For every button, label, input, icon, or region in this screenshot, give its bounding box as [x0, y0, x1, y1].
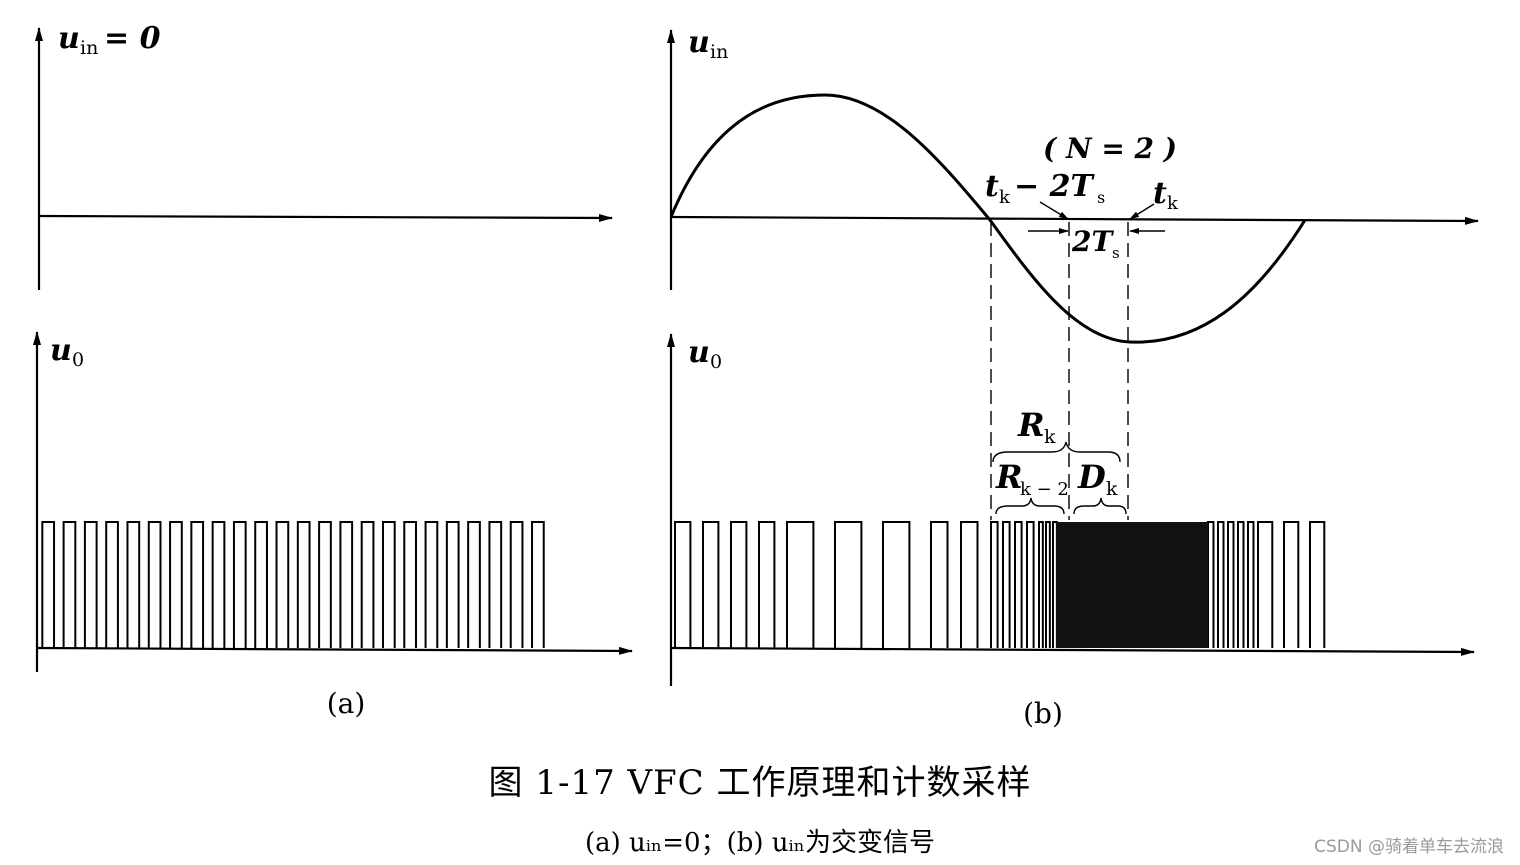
pulse — [1237, 521, 1245, 648]
pulse — [674, 521, 692, 648]
dense-pulse-region — [1056, 522, 1208, 648]
svg-text:2T: 2T — [1071, 225, 1114, 258]
n-note: ( N = 2 ) — [1043, 132, 1177, 165]
input-sine-wave — [669, 93, 1307, 344]
svg-text:k: k — [1167, 193, 1179, 214]
pulse — [254, 521, 268, 648]
pulse — [467, 521, 481, 648]
pulse — [147, 521, 162, 648]
pulse — [834, 521, 863, 648]
panel-a-time-axis-top — [38, 213, 613, 222]
watermark: CSDN @骑着单车去流浪 — [1314, 837, 1504, 857]
panel-a-label: (a) — [327, 687, 366, 720]
tk-pointer — [1129, 203, 1155, 220]
pulse — [882, 521, 911, 648]
rk-label: R k — [1017, 406, 1056, 448]
pulse — [339, 521, 354, 648]
interval-2ts-label: 2T s — [1071, 225, 1120, 262]
pulse — [190, 521, 205, 648]
panel-a-u0-label: u — [50, 333, 72, 368]
figure-subcaption: (a) uᵢₙ=0；(b) uᵢₙ为交变信号 — [584, 828, 936, 858]
svg-text:k: k — [1106, 478, 1118, 500]
pulse — [509, 521, 524, 648]
panel-a-pulse-train — [41, 521, 545, 648]
panel-b-uin-label: u — [688, 25, 710, 60]
panel-b-u0-sub: 0 — [710, 351, 722, 373]
pulse — [296, 521, 311, 648]
pulse — [702, 521, 720, 648]
panel-a: u in = 0 u 0 (a) — [33, 21, 633, 720]
pulse — [930, 521, 949, 648]
pulse — [105, 521, 119, 648]
pulse — [1002, 521, 1011, 648]
panel-b-time-axis-top — [670, 215, 1479, 225]
pulse — [424, 521, 439, 648]
pulse — [758, 521, 776, 648]
svg-text:D: D — [1077, 458, 1106, 496]
pulse — [786, 521, 815, 648]
pulse — [1227, 521, 1235, 648]
panel-b-u0-label: u — [688, 335, 710, 370]
pulse — [1026, 521, 1035, 648]
tk-minus-pointer — [1039, 201, 1069, 220]
pulse — [41, 521, 56, 648]
pulse — [531, 521, 545, 648]
svg-text:s: s — [1097, 188, 1105, 207]
pulse — [360, 521, 375, 648]
pulse — [488, 521, 503, 648]
figure-caption: 图 1-17 VFC 工作原理和计数采样 — [488, 763, 1032, 803]
pulse — [211, 521, 226, 648]
pulse — [1217, 521, 1225, 648]
dk-label: D k — [1077, 458, 1118, 500]
pulse — [990, 521, 999, 648]
panel-a-u0-sub: 0 — [72, 349, 84, 371]
panel-b: u in ( N = 2 ) t k − 2T s t k 2T s — [667, 25, 1479, 730]
panel-b-uin-sub: in — [710, 41, 728, 63]
pulse — [1038, 521, 1044, 648]
pulse — [1257, 521, 1274, 648]
tk-label: t k — [1153, 176, 1179, 214]
panel-a-uin-label: u — [58, 21, 80, 56]
svg-text:R: R — [1017, 406, 1045, 444]
pulse — [275, 521, 290, 648]
pulse — [960, 521, 979, 648]
panel-a-uin-sub: in — [80, 37, 98, 59]
pulse — [169, 521, 183, 648]
panel-a-uin-eq: = 0 — [104, 21, 161, 56]
pulse — [83, 521, 98, 648]
pulse — [730, 521, 748, 648]
pulse — [445, 521, 460, 648]
pulse — [403, 521, 417, 648]
pulse — [62, 521, 77, 648]
svg-text:k: k — [999, 187, 1011, 208]
dk-brace — [1073, 497, 1127, 515]
pulse — [381, 521, 396, 648]
svg-text:s: s — [1112, 244, 1120, 262]
rk-brace — [992, 441, 1121, 463]
panel-b-label: (b) — [1023, 697, 1063, 730]
pulse — [232, 521, 247, 648]
rk2-brace — [995, 497, 1065, 515]
svg-text:t: t — [1153, 176, 1167, 211]
svg-text:− 2T: − 2T — [1014, 169, 1095, 204]
svg-text:R: R — [995, 458, 1023, 496]
pulse — [318, 521, 332, 648]
svg-text:k − 2: k − 2 — [1020, 479, 1069, 500]
pulse — [1045, 521, 1051, 648]
pulse — [1309, 521, 1326, 648]
pulse — [1207, 521, 1215, 648]
panel-a-time-axis-bottom — [36, 646, 633, 655]
panel-b-pulse-train — [674, 521, 1326, 648]
svg-text:k: k — [1044, 426, 1056, 448]
tk-minus-2ts-label: t k − 2T s — [985, 169, 1105, 208]
pulse — [126, 521, 141, 648]
pulse — [1283, 521, 1300, 648]
svg-text:t: t — [985, 169, 999, 204]
pulse — [1247, 521, 1255, 648]
rk2-label: R k − 2 — [995, 458, 1069, 500]
panel-b-time-axis-bottom — [670, 646, 1475, 656]
pulse — [1014, 521, 1023, 648]
